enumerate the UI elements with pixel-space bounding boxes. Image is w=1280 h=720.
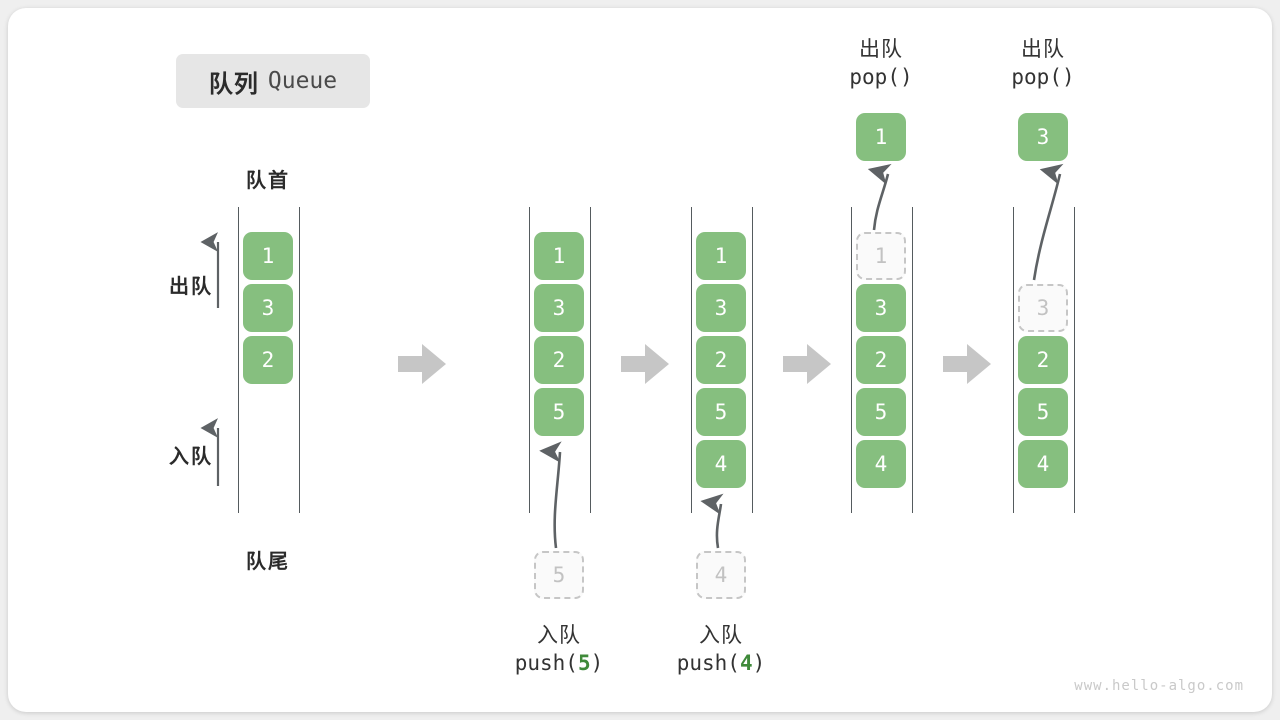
queue-cell: 2 bbox=[1018, 336, 1068, 384]
diagram-canvas: 队列 Queue 队首 队尾 出队 入队 1 3 2 1 3 2 5 5 1 3… bbox=[8, 8, 1272, 712]
queue-tail-label: 队尾 bbox=[246, 551, 290, 573]
queue-cell: 5 bbox=[534, 388, 584, 436]
push-5-caption: 入队 push(5) bbox=[469, 622, 649, 677]
push-4-caption-cn: 入队 bbox=[699, 624, 743, 647]
watermark: www.hello-algo.com bbox=[1074, 678, 1244, 694]
outgoing-ghost-cell: 1 bbox=[856, 232, 906, 280]
queue-cell: 2 bbox=[534, 336, 584, 384]
rail-left-col4 bbox=[851, 207, 852, 513]
pop-1-caption-code: pop() bbox=[849, 64, 913, 89]
push-4-caption-code: push(4) bbox=[676, 650, 766, 675]
queue-head-label: 队首 bbox=[246, 170, 290, 192]
rail-right-col2 bbox=[590, 207, 591, 513]
popped-cell: 1 bbox=[856, 113, 906, 161]
queue-cell: 5 bbox=[856, 388, 906, 436]
queue-cell: 1 bbox=[534, 232, 584, 280]
outgoing-ghost-cell: 3 bbox=[1018, 284, 1068, 332]
step-arrow-4-5 bbox=[943, 344, 991, 384]
rail-right-col3 bbox=[752, 207, 753, 513]
incoming-ghost-cell: 5 bbox=[534, 551, 584, 599]
rail-left-col3 bbox=[691, 207, 692, 513]
queue-cell: 3 bbox=[243, 284, 293, 332]
title-en: Queue bbox=[267, 68, 338, 94]
queue-cell: 2 bbox=[856, 336, 906, 384]
pop-1-arrow bbox=[867, 163, 892, 231]
dequeue-direction-label: 出队 bbox=[169, 276, 213, 298]
queue-cell: 2 bbox=[696, 336, 746, 384]
queue-cell: 4 bbox=[696, 440, 746, 488]
step-arrow-3-4 bbox=[783, 344, 831, 384]
queue-cell: 5 bbox=[696, 388, 746, 436]
queue-cell: 4 bbox=[1018, 440, 1068, 488]
title-cn: 队列 bbox=[208, 70, 259, 98]
diagram-title-chip: 队列 Queue bbox=[176, 54, 370, 108]
queue-cell: 3 bbox=[534, 284, 584, 332]
rail-right-col1 bbox=[299, 207, 300, 513]
enqueue-direction-label: 入队 bbox=[169, 446, 213, 468]
rail-left-col5 bbox=[1013, 207, 1014, 513]
pop-3-arrow bbox=[1032, 163, 1064, 281]
pop-3-caption: 出队 pop() bbox=[953, 36, 1133, 91]
queue-cell: 1 bbox=[696, 232, 746, 280]
queue-cell: 1 bbox=[243, 232, 293, 280]
push-4-caption: 入队 push(4) bbox=[631, 622, 811, 677]
popped-cell: 3 bbox=[1018, 113, 1068, 161]
rail-right-col4 bbox=[912, 207, 913, 513]
queue-cell: 3 bbox=[696, 284, 746, 332]
pop-3-caption-code: pop() bbox=[1011, 64, 1075, 89]
rail-left-col1 bbox=[238, 207, 239, 513]
queue-cell: 5 bbox=[1018, 388, 1068, 436]
push-5-caption-code: push(5) bbox=[514, 650, 604, 675]
incoming-ghost-cell: 4 bbox=[696, 551, 746, 599]
rail-left-col2 bbox=[529, 207, 530, 513]
pop-1-caption-cn: 出队 bbox=[859, 38, 903, 61]
step-arrow-2-3 bbox=[621, 344, 669, 384]
queue-cell: 3 bbox=[856, 284, 906, 332]
queue-cell: 2 bbox=[243, 336, 293, 384]
queue-cell: 4 bbox=[856, 440, 906, 488]
pop-3-caption-cn: 出队 bbox=[1021, 38, 1065, 61]
step-arrow-1-2 bbox=[398, 344, 446, 384]
push-5-arrow bbox=[539, 441, 562, 549]
arrow-overlay bbox=[200, 163, 1064, 549]
push-5-caption-cn: 入队 bbox=[537, 624, 581, 647]
rail-right-col5 bbox=[1074, 207, 1075, 513]
pop-1-caption: 出队 pop() bbox=[791, 36, 971, 91]
push-4-arrow bbox=[700, 493, 724, 549]
